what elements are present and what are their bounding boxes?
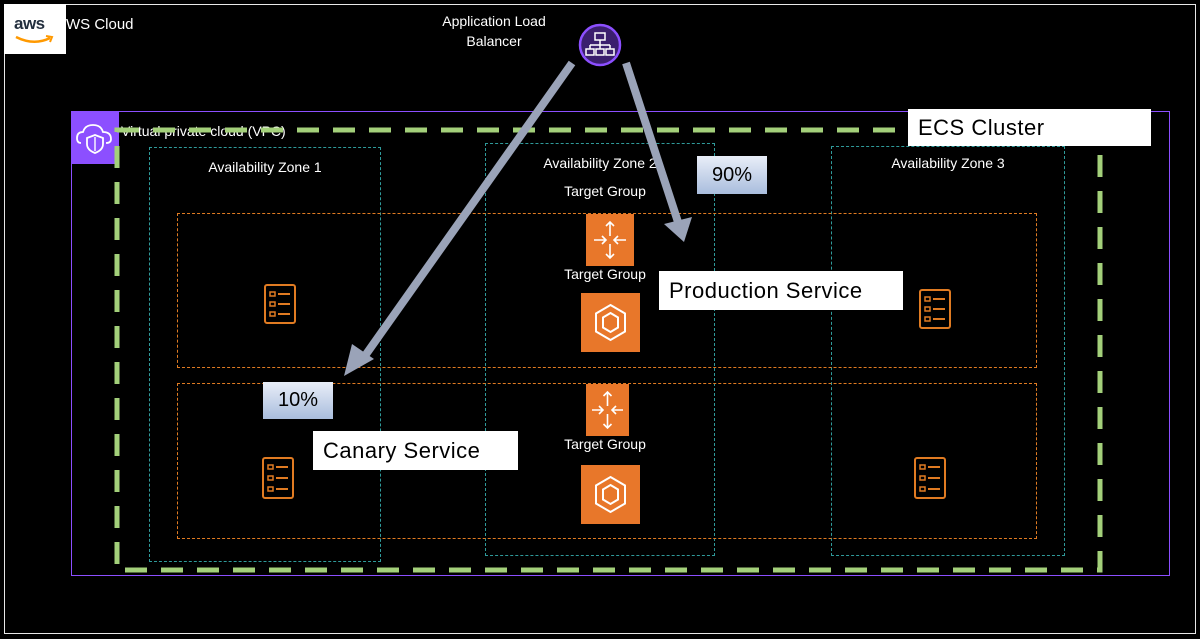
- canary-service-label: Canary Service: [313, 431, 518, 470]
- production-arrow-head: [664, 217, 692, 242]
- availability-zone-2: [485, 143, 715, 556]
- az2-label: Availability Zone 2: [543, 155, 657, 171]
- vpc-icon: [71, 111, 119, 164]
- aws-cloud-label: WS Cloud: [66, 16, 134, 33]
- availability-zone-3: [831, 146, 1065, 556]
- target-group-label-1: Target Group: [564, 183, 646, 199]
- aws-logo-text: aws: [14, 14, 45, 33]
- ecs-icon: [595, 303, 626, 342]
- alb-icon[interactable]: [577, 22, 623, 68]
- canary-arrow-head: [344, 344, 374, 376]
- production-weight: 90%: [697, 156, 767, 194]
- task-list-icon-az3-canary: [914, 457, 946, 499]
- production-service-label: Production Service: [659, 271, 903, 310]
- task-list-icon-az1-canary: [262, 457, 294, 499]
- ecs-icon: [595, 475, 626, 514]
- task-list-icon-az3-production: [919, 289, 951, 329]
- availability-zone-1: [149, 147, 381, 562]
- ecs-cluster-border: [114, 127, 1103, 573]
- canary-target-group-box: [177, 383, 1037, 539]
- canary-target-group-icon: [586, 384, 629, 436]
- az1-label: Availability Zone 1: [208, 159, 322, 175]
- target-group-label-2: Target Group: [564, 266, 646, 282]
- az3-label: Availability Zone 3: [891, 155, 1005, 171]
- alb-label-line1: Application Load: [442, 13, 546, 29]
- aws-smile-icon: [15, 35, 54, 43]
- canary-weight: 10%: [263, 382, 333, 419]
- alb-label: Application Load Balancer: [420, 11, 568, 51]
- task-list-icon-az1-production: [264, 284, 296, 324]
- production-ecs-service-icon[interactable]: [581, 293, 640, 352]
- alb-label-line2: Balancer: [466, 33, 522, 49]
- aws-logo: aws: [4, 4, 66, 54]
- production-traffic-arrow: [622, 61, 682, 224]
- router-arrows-icon: [592, 390, 623, 430]
- vpc-frame: [71, 111, 1170, 576]
- target-group-label-3: Target Group: [564, 436, 646, 452]
- production-target-group-icon: [586, 214, 634, 266]
- router-arrows-icon: [594, 220, 626, 260]
- vpc-cloud-shield-icon: [76, 124, 112, 154]
- production-target-group-box: [177, 213, 1037, 368]
- canary-ecs-service-icon[interactable]: [581, 465, 640, 524]
- aws-cloud-frame: [4, 4, 1196, 634]
- canary-traffic-arrow: [358, 60, 576, 363]
- ecs-cluster-label: ECS Cluster: [908, 109, 1151, 146]
